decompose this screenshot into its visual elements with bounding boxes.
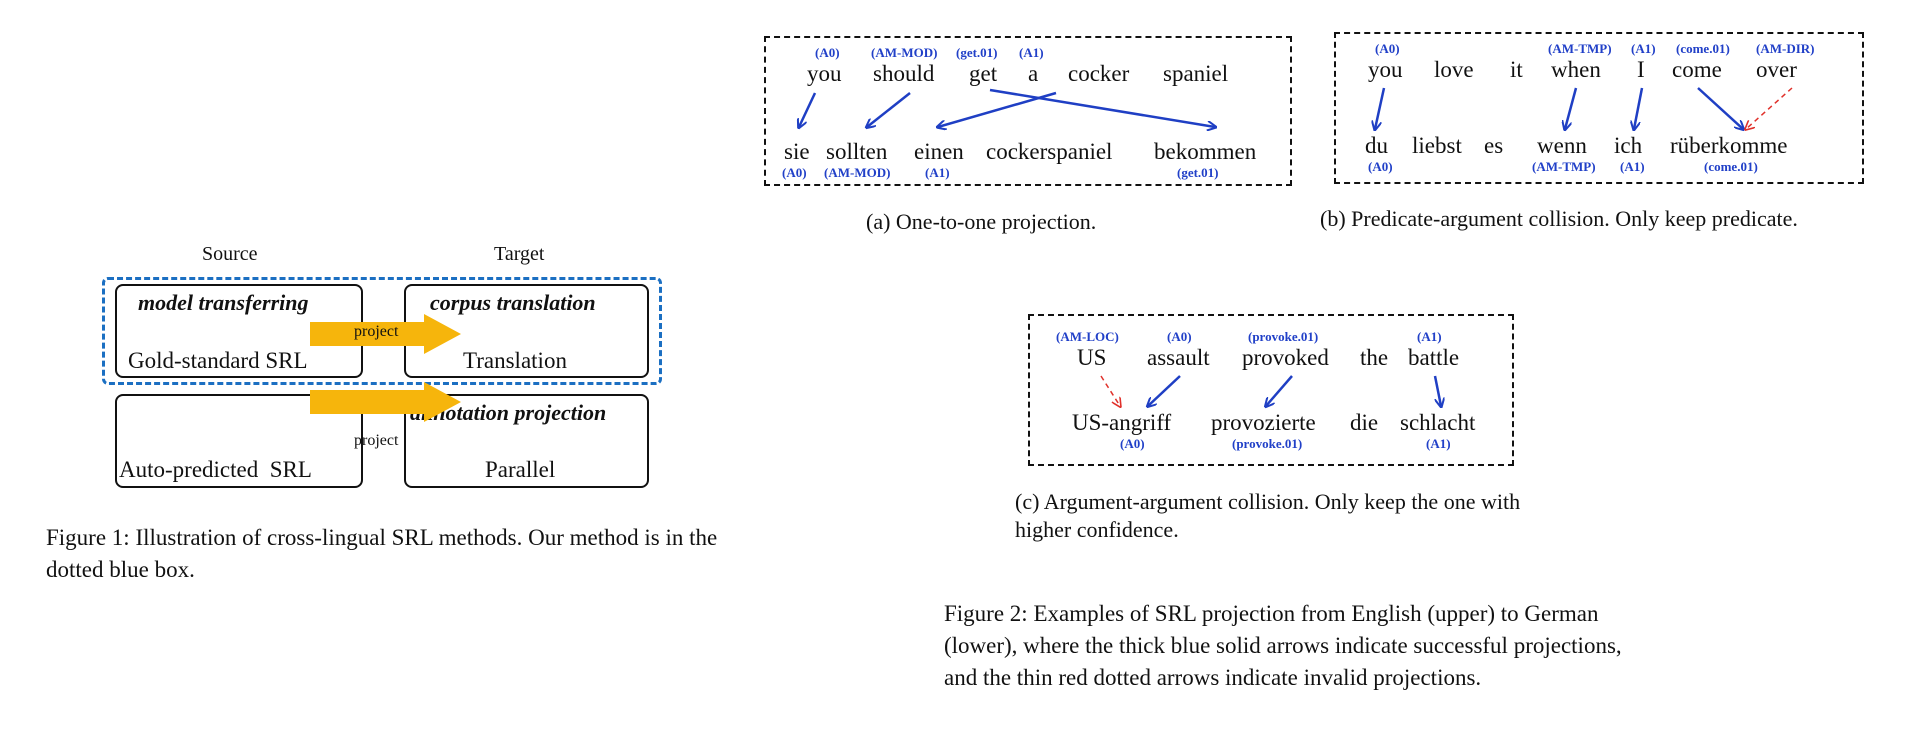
- panel-a-en-tag: (AM-MOD): [871, 45, 938, 60]
- panel-b-en-tag: (AM-TMP): [1548, 41, 1612, 56]
- panel-b-de-tag: (A1): [1620, 159, 1645, 174]
- panel-b-de-tag: (AM-TMP): [1532, 159, 1596, 174]
- panel-b-de-tag: (A0): [1368, 159, 1393, 174]
- panel-c-de-tag: (A1): [1426, 436, 1451, 451]
- panel-b-en-word: come: [1672, 57, 1722, 82]
- panel-b-en-word: love: [1434, 57, 1474, 82]
- panel-b-de-word: ich: [1614, 133, 1643, 158]
- panel-b-en-tag: (A0): [1375, 41, 1400, 56]
- arrow-should-to-sollten: [867, 92, 911, 127]
- panel-c-en-tag: (A0): [1167, 329, 1192, 344]
- invalid-arrow-over-to-rueberkomme: [1746, 87, 1793, 129]
- invalid-arrow-us-to-us-angriff: [1100, 375, 1120, 406]
- corpus-translation-title: corpus translation: [430, 290, 596, 315]
- panel-a-de-tag: (A0): [782, 165, 807, 180]
- arrow-come-to-rueberkomme: [1697, 87, 1743, 129]
- auto-predicted-srl-text: Auto-predicted SRL: [119, 457, 312, 482]
- arrow-battle-to-schlacht: [1433, 375, 1441, 406]
- panel-c-en-tag: (A1): [1417, 329, 1442, 344]
- panel-a-de-tag: (A1): [925, 165, 950, 180]
- panel-c-en-tag: (AM-LOC): [1056, 329, 1119, 344]
- project-arrow-top: [310, 314, 461, 354]
- panel-b-en-word: when: [1551, 57, 1601, 82]
- gold-standard-srl-text: Gold-standard SRL: [128, 348, 308, 373]
- panel-b-de-word: liebst: [1412, 133, 1462, 158]
- panel-a-de-word: einen: [914, 139, 964, 164]
- panel-a-caption: (a) One-to-one projection.: [866, 209, 1097, 234]
- arrow-when-to-wenn: [1565, 87, 1578, 129]
- panel-c-de-word: die: [1350, 410, 1379, 435]
- panel-c-en-word: assault: [1147, 345, 1210, 370]
- figure-2-caption: Figure 2: Examples of SRL projection fro…: [944, 601, 1622, 690]
- panel-b-en-tag: (A1): [1631, 41, 1656, 56]
- panel-b-de-tag: (come.01): [1704, 159, 1758, 174]
- panel-a-en-tag: (get.01): [956, 45, 998, 60]
- translation-text: Translation: [463, 348, 567, 373]
- panel-c-box: [1028, 314, 1514, 466]
- panel-b-box: [1334, 32, 1864, 184]
- panel-b-de-word: wenn: [1537, 133, 1587, 158]
- panel-b-en-word: I: [1637, 57, 1645, 82]
- fig1-target-label: Target: [494, 243, 545, 265]
- arrow-i-to-ich: [1634, 87, 1644, 129]
- panel-c-de-tag: (A0): [1120, 436, 1145, 451]
- panel-c-de-word: provozierte: [1211, 410, 1316, 435]
- panel-b-en-word: it: [1510, 57, 1523, 82]
- panel-a-en-word: spaniel: [1163, 61, 1229, 86]
- project-arrow-label-top: project: [354, 323, 399, 340]
- panel-c-de-word: US-angriff: [1072, 410, 1172, 435]
- panel-a-de-word: sollten: [826, 139, 888, 164]
- project-arrow-bottom: [310, 382, 461, 422]
- panel-a-de-word: sie: [784, 139, 810, 164]
- panel-c-caption: (c) Argument-argument collision. Only ke…: [1015, 489, 1521, 542]
- panel-c-en-word: battle: [1408, 345, 1460, 370]
- arrow-provoked-to-provozierte: [1266, 375, 1293, 406]
- our-method-dotted-box: [102, 277, 662, 385]
- panel-a-de-tag: (get.01): [1177, 165, 1219, 180]
- panel-a-de-word: bekommen: [1154, 139, 1257, 164]
- panel-b-de-word: rüberkomme: [1670, 133, 1788, 158]
- arrow-you-to-du: [1375, 87, 1386, 129]
- arrow-get-to-bekommen: [989, 88, 1215, 127]
- panel-b-de-word: du: [1365, 133, 1388, 158]
- panel-c-en-tag: (provoke.01): [1248, 329, 1319, 344]
- figure-1-caption: Figure 1: Illustration of cross-lingual …: [46, 525, 718, 582]
- panel-c-en-word: the: [1360, 345, 1389, 370]
- panel-b-en-tag: (come.01): [1676, 41, 1730, 56]
- panel-b-caption: (b) Predicate-argument collision. Only k…: [1320, 206, 1798, 231]
- fig1-source-label: Source: [202, 243, 258, 265]
- panel-b-de-word: es: [1484, 133, 1504, 158]
- fig1-project-arrows: [310, 314, 461, 422]
- panel-a-en-word: get: [969, 61, 998, 86]
- model-transferring-title: model transferring: [138, 290, 309, 315]
- panel-c-en-word: provoked: [1242, 345, 1329, 370]
- arrow-assault-to-us-angriff: [1148, 375, 1181, 406]
- panel-b-en-word: you: [1368, 57, 1403, 82]
- panel-b-en-word: over: [1756, 57, 1797, 82]
- panel-c-de-word: schlacht: [1400, 410, 1476, 435]
- panel-a-de-word: cockerspaniel: [986, 139, 1113, 164]
- arrow-you-to-sie: [799, 92, 817, 127]
- panel-c-de-tag: (provoke.01): [1232, 436, 1303, 451]
- panel-a-en-word: cocker: [1068, 61, 1130, 86]
- panel-a-en-word: you: [807, 61, 842, 86]
- panel-c-en-word: US: [1077, 345, 1107, 370]
- project-arrow-label-bottom: project: [354, 432, 399, 449]
- panel-a-en-word: should: [873, 61, 935, 86]
- arrow-spaniel-to-einen: [938, 91, 1057, 127]
- panel-a-en-tag: (A1): [1019, 45, 1044, 60]
- panel-a-de-tag: (AM-MOD): [824, 165, 891, 180]
- panel-a-en-word: a: [1028, 61, 1039, 86]
- annotation-projection-box: [404, 394, 649, 488]
- auto-predicted-box: [115, 394, 363, 488]
- panel-a-en-tag: (A0): [815, 45, 840, 60]
- panel-b-en-tag: (AM-DIR): [1756, 41, 1815, 56]
- parallel-text: Parallel: [485, 457, 556, 482]
- panel-a-box: [764, 36, 1292, 186]
